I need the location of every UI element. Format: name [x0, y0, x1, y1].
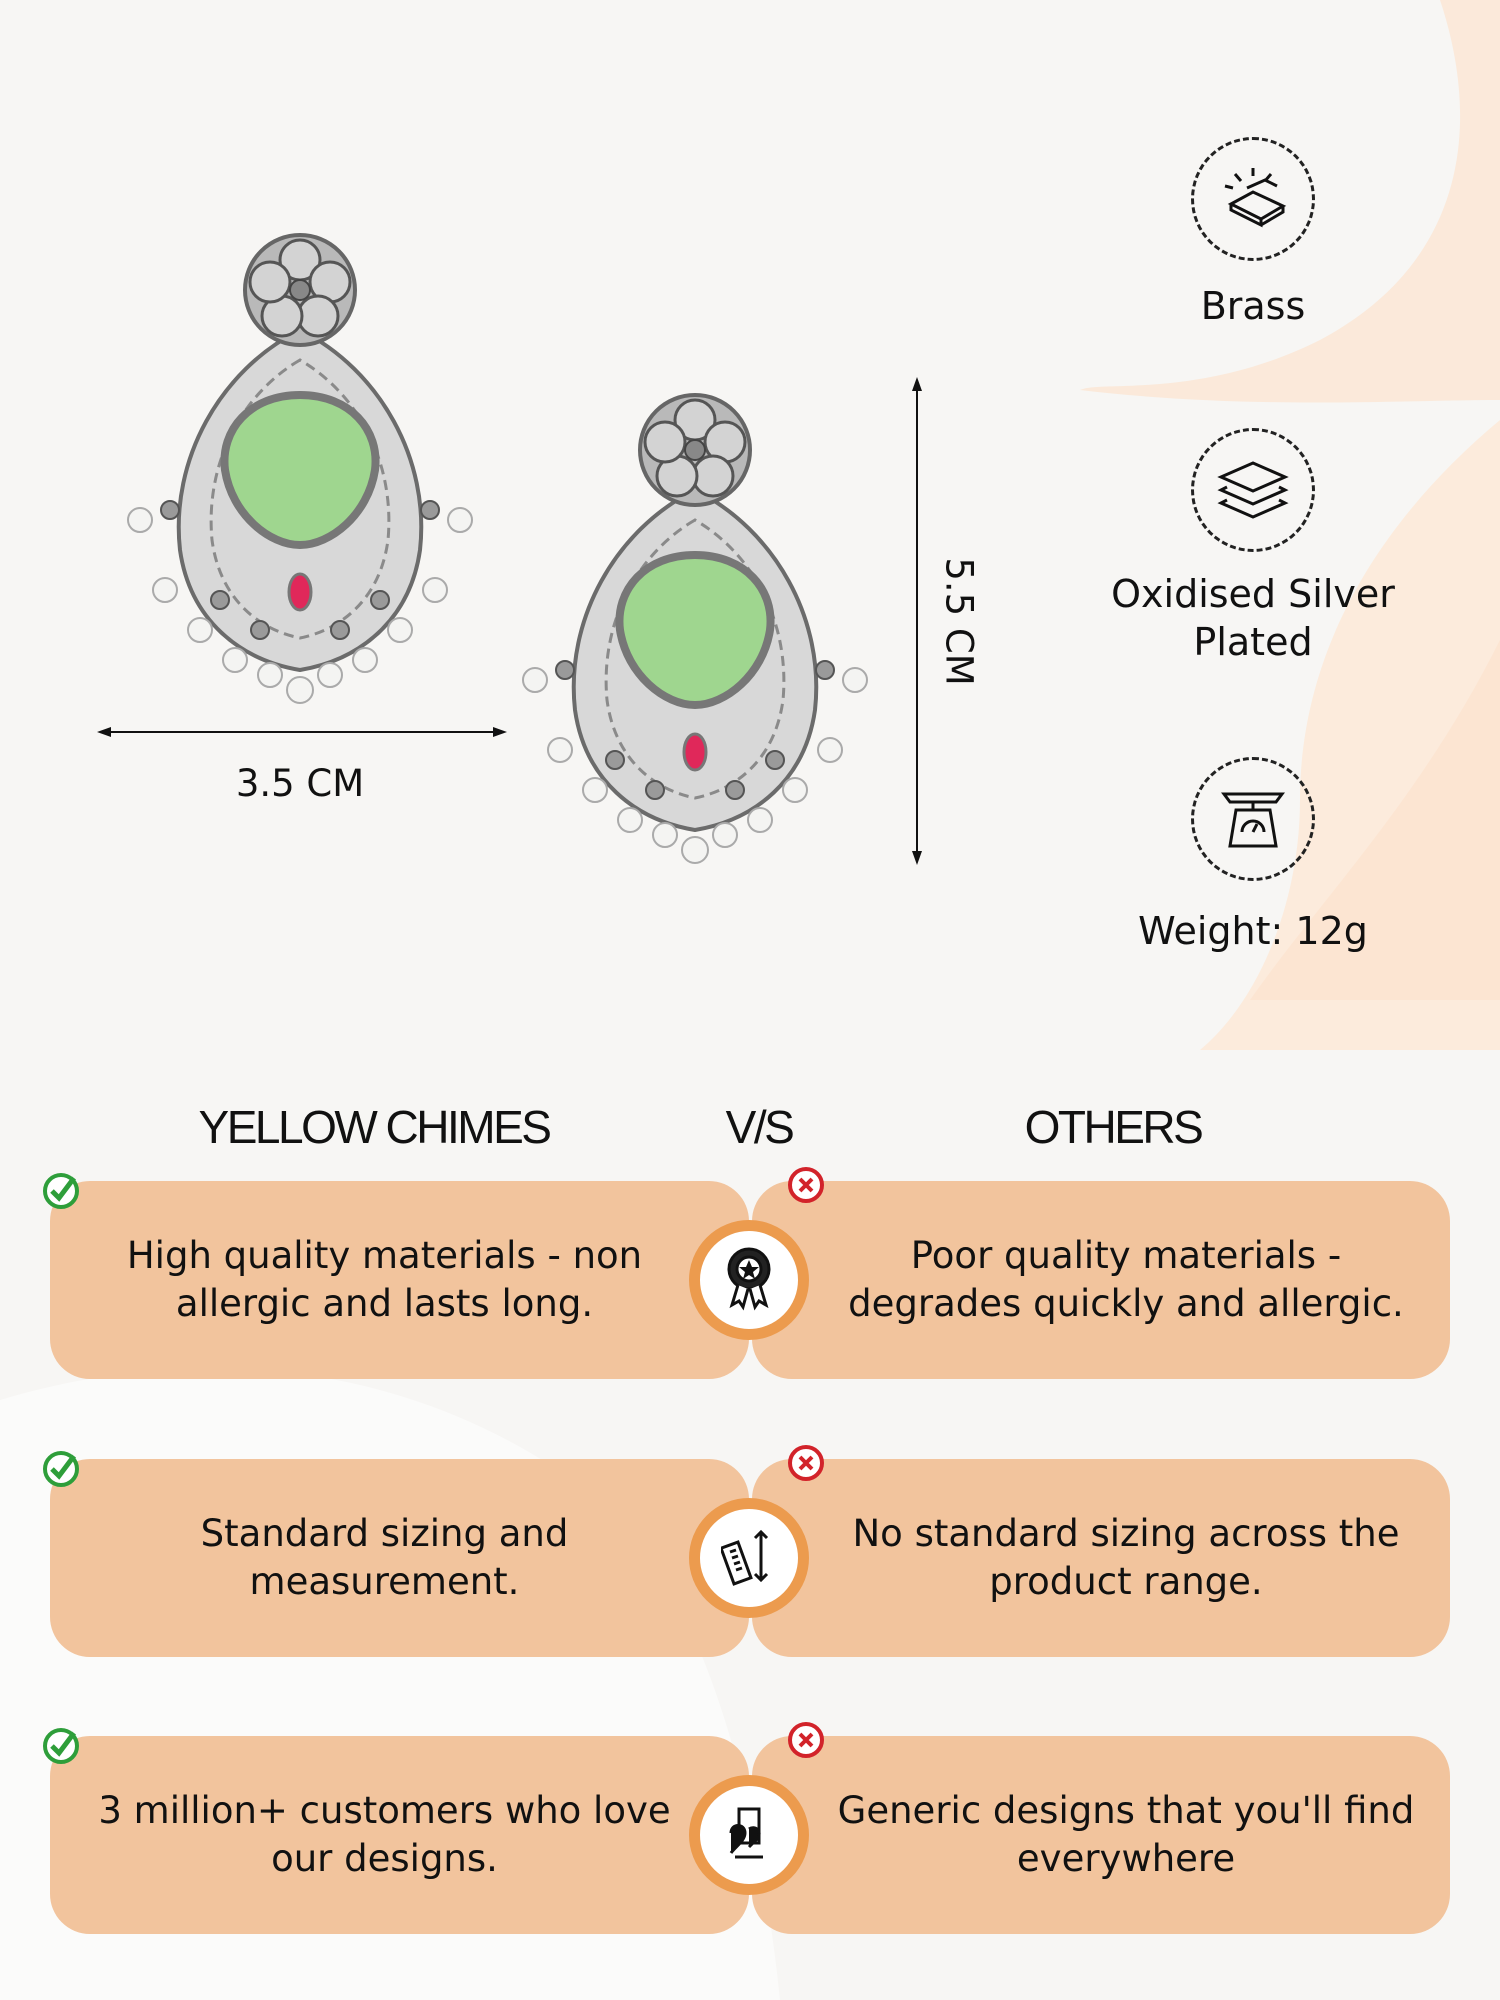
others-cell: No standard sizing across the product ra…	[752, 1459, 1450, 1657]
row-icon-circle	[689, 1498, 809, 1618]
vs-header: V/S	[725, 1101, 795, 1153]
ruler-measure-icon	[719, 1526, 777, 1590]
row-icon-circle	[689, 1775, 809, 1895]
height-label: 5.5 CM	[937, 557, 981, 686]
brand-header: YELLOW CHIMES	[198, 1101, 552, 1153]
width-label: 3.5 CM	[235, 762, 365, 805]
others-cell: Poor quality materials - degrades quickl…	[752, 1181, 1450, 1379]
cross-icon	[788, 1722, 824, 1758]
feature-brass	[1191, 137, 1315, 261]
others-text: No standard sizing across the product ra…	[852, 1512, 1400, 1603]
check-icon	[43, 1173, 79, 1209]
brand-text: Standard sizing and measurement.	[200, 1512, 569, 1603]
others-cell: Generic designs that you'll find everywh…	[752, 1736, 1450, 1934]
brand-text: 3 million+ customers who love our design…	[98, 1789, 671, 1880]
layers-icon	[1217, 461, 1289, 519]
brand-cell: 3 million+ customers who love our design…	[50, 1736, 749, 1934]
others-header: OTHERS	[1024, 1101, 1204, 1153]
others-text: Poor quality materials - degrades quickl…	[848, 1234, 1404, 1325]
row-icon-circle	[689, 1220, 809, 1340]
weighing-scale-icon	[1221, 792, 1285, 848]
customer-love-icon	[721, 1803, 777, 1867]
feature-label-plating: Oxidised Silver Plated	[1111, 572, 1395, 664]
feature-label-weight: Weight: 12g	[1138, 909, 1368, 953]
check-icon	[43, 1728, 79, 1764]
cross-icon	[788, 1445, 824, 1481]
others-text: Generic designs that you'll find everywh…	[837, 1789, 1415, 1880]
feature-label-brass: Brass	[1200, 284, 1306, 328]
feature-weight	[1191, 757, 1315, 881]
feature-plating	[1191, 428, 1315, 552]
brand-text: High quality materials - non allergic an…	[126, 1234, 643, 1325]
gold-bars-icon	[1224, 168, 1287, 228]
check-icon	[43, 1451, 79, 1487]
brand-cell: Standard sizing and measurement.	[50, 1459, 749, 1657]
height-arrow	[912, 377, 922, 865]
width-arrow	[97, 727, 507, 737]
quality-badge-icon	[724, 1245, 774, 1315]
cross-icon	[788, 1167, 824, 1203]
brand-cell: High quality materials - non allergic an…	[50, 1181, 749, 1379]
